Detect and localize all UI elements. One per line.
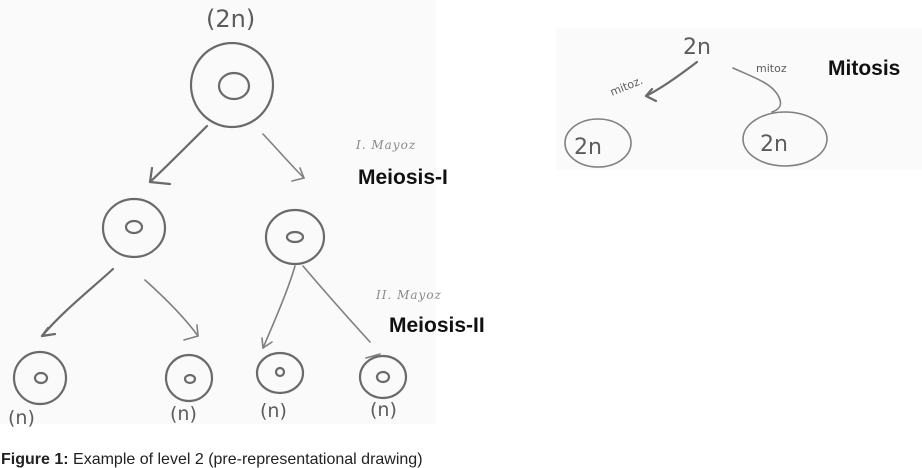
figure-caption: Figure 1: Example of level 2 (pre-repres… <box>1 452 423 468</box>
meiosis-panel <box>0 0 436 424</box>
meiosis-2-ploidy-2: (n) <box>170 403 197 425</box>
meiosis-1-cell-right <box>264 208 326 266</box>
meiosis-1-label: Meiosis-I <box>358 166 448 189</box>
meiosis-2-cell-1 <box>12 350 68 406</box>
mitosis-daughter-ploidy-left: 2n <box>574 135 602 160</box>
mitosis-label: Mitosis <box>828 57 901 80</box>
meiosis-2-label: Meiosis-II <box>389 314 485 337</box>
mitosis-parent-ploidy: 2n <box>683 35 711 60</box>
meiosis-2-cell-4 <box>358 354 408 400</box>
meiosis-parent-cell <box>189 41 275 129</box>
mitosis-cell-left <box>564 118 632 168</box>
mitosis-arrows <box>644 60 782 113</box>
meiosis-1-handwritten-label: I. Mayoz <box>356 138 417 152</box>
meiosis-2-arrows <box>40 265 381 359</box>
meiosis-2-ploidy-3: (n) <box>260 400 287 422</box>
mitosis-right-arrow-label: mitoz <box>756 62 787 75</box>
meiosis-parent-ploidy: (2n) <box>206 5 255 33</box>
meiosis-1-arrows <box>148 124 305 186</box>
mitosis-daughter-ploidy-right: 2n <box>760 132 788 157</box>
sketch-drawing: (2n) (n) (n <box>8 5 828 429</box>
meiosis-2-ploidy-4: (n) <box>370 399 397 421</box>
mitosis-left-arrow-label: mitoz. <box>608 74 644 99</box>
caption-label: Figure 1: <box>1 451 69 468</box>
meiosis-2-ploidy-1: (n) <box>8 407 35 429</box>
mitosis-panel <box>556 28 922 170</box>
meiosis-2-handwritten-label: II. Mayoz <box>376 288 442 302</box>
meiosis-2-cell-2 <box>164 353 214 403</box>
caption-text: Example of level 2 (pre-representational… <box>73 451 423 468</box>
meiosis-2-cell-3 <box>255 351 305 395</box>
mitosis-cell-right <box>742 111 828 167</box>
meiosis-1-cell-left <box>101 197 167 259</box>
